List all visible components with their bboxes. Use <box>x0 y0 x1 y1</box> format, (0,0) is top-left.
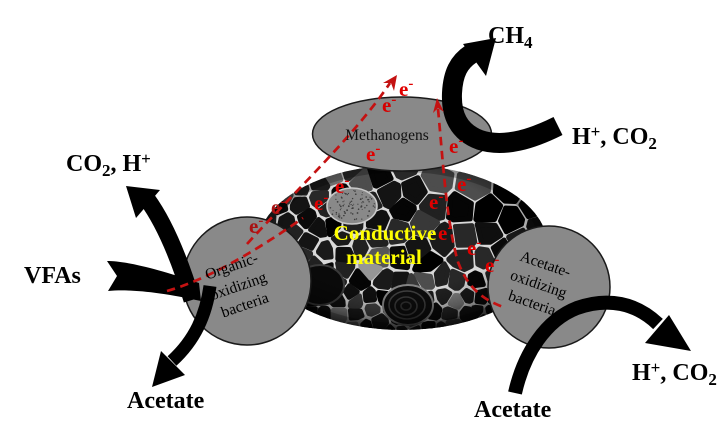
svg-text:Conductive: Conductive <box>334 221 437 245</box>
svg-text:Acetate: Acetate <box>127 388 205 414</box>
svg-text:H+, CO2: H+, CO2 <box>632 358 717 389</box>
svg-text:Acetate: Acetate <box>474 397 552 423</box>
svg-text:material: material <box>346 245 422 269</box>
svg-text:VFAs: VFAs <box>24 263 81 289</box>
svg-text:Methanogens: Methanogens <box>345 127 429 144</box>
svg-text:H+, CO2: H+, CO2 <box>572 122 657 153</box>
